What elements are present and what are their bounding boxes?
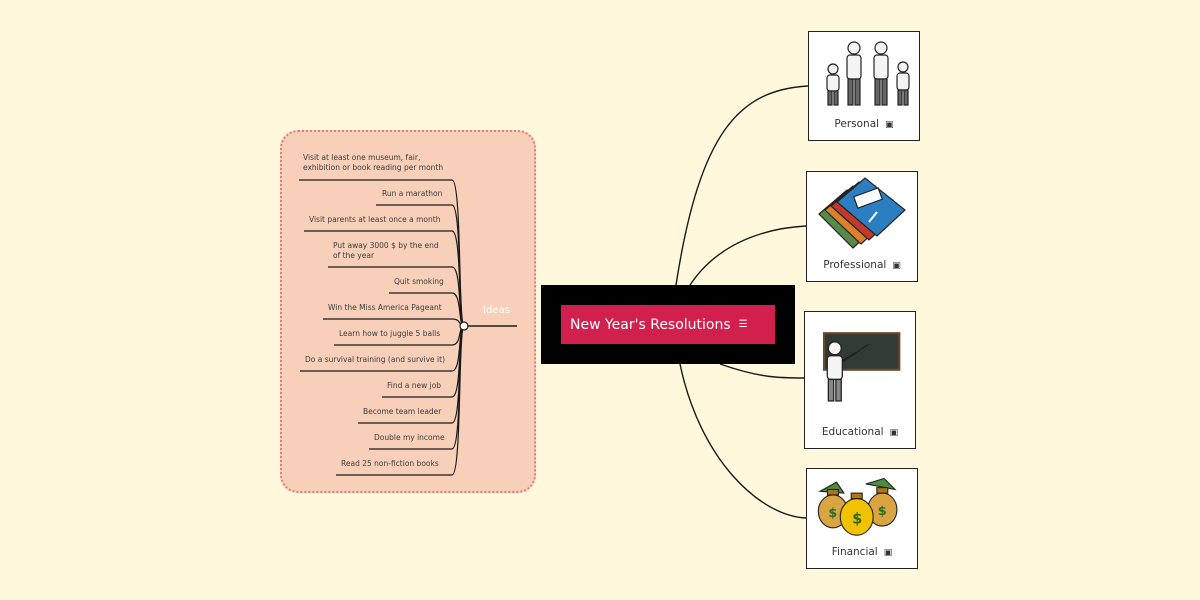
- teacher-at-blackboard-illustration: [822, 332, 901, 402]
- svg-text:$: $: [852, 510, 862, 527]
- image-icon[interactable]: ▣: [889, 428, 899, 438]
- idea-item-quit-smoking[interactable]: Quit smoking: [394, 277, 444, 286]
- idea-item-pageant[interactable]: Win the Miss America Pageant: [328, 303, 442, 312]
- idea-item-double-income[interactable]: Double my income: [374, 433, 445, 442]
- ideas-topic-label[interactable]: Ideas: [483, 305, 510, 316]
- topic-card-professional[interactable]: Professional ▣: [806, 171, 918, 282]
- topic-card-financial[interactable]: $ $ $ Financial ▣: [806, 468, 918, 569]
- svg-text:$: $: [878, 504, 887, 519]
- topic-card-personal[interactable]: Personal ▣: [808, 31, 920, 141]
- note-icon[interactable]: ☰: [738, 318, 748, 330]
- topic-card-educational[interactable]: Educational ▣: [804, 311, 916, 449]
- money-bags-illustration: $ $ $: [817, 477, 898, 536]
- svg-text:$: $: [828, 506, 837, 521]
- idea-item-juggle[interactable]: Learn how to juggle 5 balls: [339, 329, 441, 338]
- connector-professional: [689, 225, 807, 286]
- idea-item-visit-parents[interactable]: Visit parents at least once a month: [309, 215, 441, 224]
- connector-personal: [675, 85, 809, 286]
- connector-educational: [719, 363, 805, 379]
- idea-item-team-leader[interactable]: Become team leader: [363, 407, 442, 416]
- idea-item-survival-training[interactable]: Do a survival training (and survive it): [305, 355, 446, 364]
- connector-financial: [679, 363, 807, 519]
- image-icon[interactable]: ▣: [883, 548, 893, 558]
- idea-item-save-money[interactable]: Put away 3000 $ by the end of the year: [333, 241, 439, 260]
- topic-label-financial: Financial: [831, 546, 878, 558]
- idea-item-new-job[interactable]: Find a new job: [387, 381, 442, 390]
- idea-item-read-books[interactable]: Read 25 non-fiction books: [341, 459, 439, 468]
- image-icon[interactable]: ▣: [885, 120, 894, 130]
- topic-label-personal: Personal: [834, 118, 880, 130]
- family-illustration: [826, 41, 910, 106]
- topic-label-professional: Professional: [823, 259, 887, 271]
- image-icon[interactable]: ▣: [892, 261, 901, 271]
- business-plan-books-illustration: [818, 177, 906, 249]
- idea-item-marathon[interactable]: Run a marathon: [382, 189, 443, 198]
- idea-item-museum[interactable]: Visit at least one museum, fair, exhibit…: [303, 153, 444, 172]
- topic-label-educational: Educational: [821, 426, 884, 438]
- central-topic[interactable]: New Year's Resolutions ☰: [561, 305, 775, 344]
- central-topic-label: New Year's Resolutions: [570, 316, 731, 333]
